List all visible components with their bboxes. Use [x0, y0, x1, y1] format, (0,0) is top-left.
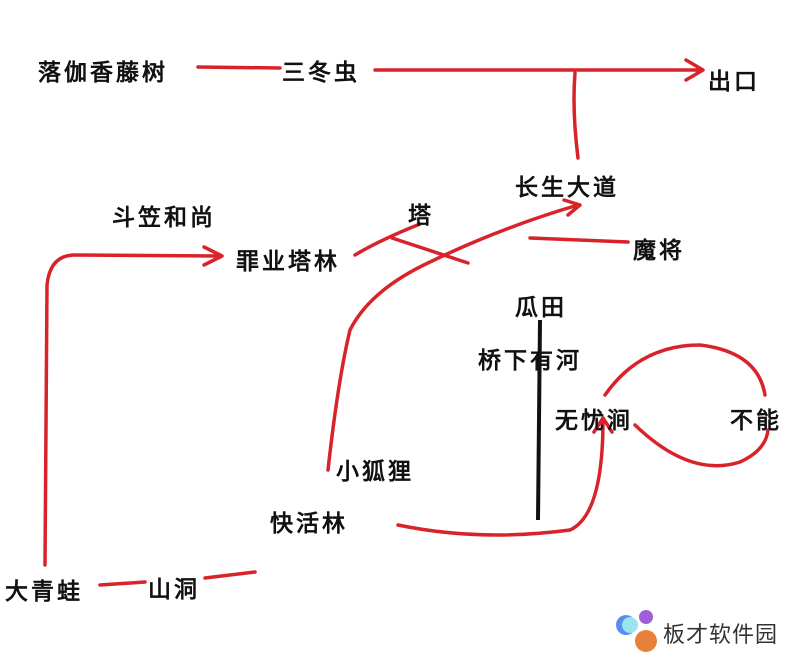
node-kuaihuo: 快活林 [270, 511, 348, 537]
node-luojia: 落伽香藤树 [38, 60, 168, 86]
edge-luojia-sandong [196, 65, 282, 70]
node-douli: 斗笠和尚 [112, 205, 216, 231]
edge-qingwa-shandong [98, 570, 257, 587]
node-changsheng: 长生大道 [515, 175, 619, 201]
edge-kuaihuo-wuyou [396, 416, 614, 537]
watermark: 板才软件园 [610, 605, 799, 655]
node-buneng: 不能 [730, 408, 782, 434]
edge-loop-bottom [633, 423, 770, 468]
edge-loop-top [603, 343, 767, 397]
node-daqingwa: 大青蛙 [5, 579, 83, 605]
river-divider [536, 319, 542, 521]
watermark-text: 板才软件园 [663, 623, 779, 648]
node-zuiye: 罪业塔林 [236, 249, 340, 275]
node-sandong: 三冬虫 [282, 60, 360, 86]
node-wuyou: 无忧涧 [555, 408, 633, 434]
edge-changsheng-up [572, 71, 580, 160]
node-ta: 塔 [408, 203, 434, 229]
edge-mojiang [528, 236, 630, 244]
node-guatian: 瓜田 [515, 295, 567, 321]
edge-zuiye-ta [353, 222, 470, 265]
edge-huli-changsheng [326, 198, 582, 472]
edge-sandong-exit [373, 58, 705, 82]
watermark-logo-icon [616, 610, 657, 652]
node-mojiang: 魔将 [633, 238, 685, 264]
node-shandong: 山洞 [148, 577, 200, 603]
node-qiaoxia: 桥下有河 [478, 348, 582, 374]
edge-qingwa-zuiye [43, 245, 224, 567]
node-xiaohuli: 小狐狸 [336, 459, 414, 485]
node-exit: 出口 [708, 69, 760, 95]
